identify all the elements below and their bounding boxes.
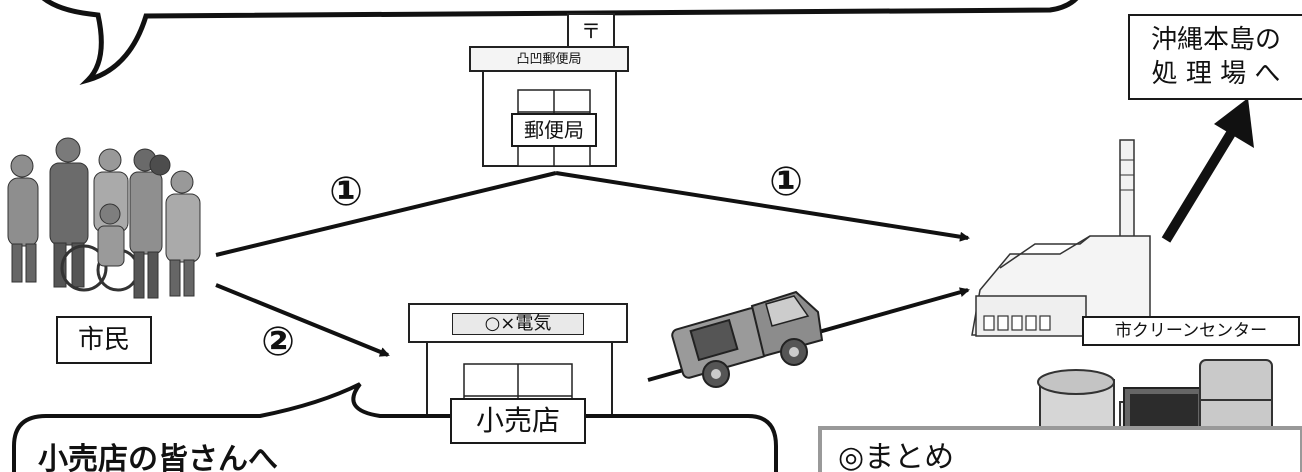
destination-line-2: 処 理 場 へ (1151, 59, 1281, 89)
route-line-2 (215, 283, 390, 357)
retailer-callout-bubble (12, 382, 778, 472)
route-line-outbound (1161, 122, 1241, 243)
top-speech-bubble (0, 0, 48, 4)
post-office-label: 郵便局 (511, 113, 597, 147)
route-marker-2: ② (261, 319, 295, 365)
summary-box (818, 426, 1302, 472)
route-arrowhead-outbound (1214, 98, 1254, 148)
route-marker-1-right: ① (769, 159, 803, 205)
retailer-sign: ○×電気 (452, 313, 584, 335)
delivery-truck (671, 290, 824, 388)
clean-center-label: 市クリーンセンター (1082, 316, 1300, 346)
destination-line-1: 沖縄本島の (1150, 25, 1281, 55)
summary-title: ◎まとめ (838, 440, 955, 472)
post-office-sign: 凸凹郵便局 (516, 51, 582, 67)
citizens-group-illustration (7, 137, 201, 299)
top-speech-bubble-outline (41, 0, 1079, 86)
citizens-label: 市民 (56, 316, 152, 364)
route-marker-1-left: ① (329, 169, 363, 215)
retailer-callout-title: 小売店の皆さんへ (38, 442, 278, 472)
clean-center-factory (971, 139, 1151, 337)
postal-mark-icon: 〒 (581, 19, 601, 43)
route-line-1b (555, 171, 970, 242)
route-line-1a (215, 171, 557, 257)
retailer-label: 小売店 (450, 398, 586, 444)
destination-box: 沖縄本島の 処 理 場 へ (1128, 14, 1302, 100)
